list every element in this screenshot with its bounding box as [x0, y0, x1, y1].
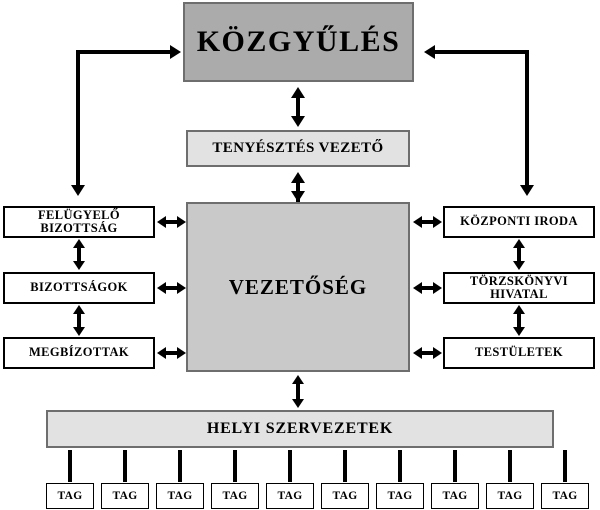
node-member-tag: TAG — [156, 483, 204, 509]
connector-board-right-1 — [421, 220, 435, 224]
connector-board-left-3 — [165, 351, 179, 355]
arrowhead-right-row3 — [177, 347, 186, 359]
arrowhead-up-local — [292, 375, 304, 384]
node-breeding-leader: TENYÉSZTÉS VEZETŐ — [186, 130, 410, 167]
arrowhead-right-rrow1 — [433, 216, 442, 228]
arrowhead-up-right-2 — [513, 305, 525, 314]
node-board-label: VEZETŐSÉG — [228, 274, 368, 299]
node-member-tag-label: TAG — [222, 489, 248, 502]
arrowhead-down-breeding — [291, 116, 305, 127]
node-member-tag: TAG — [266, 483, 314, 509]
connector-right-2-3 — [517, 312, 521, 330]
node-member-tag-label: TAG — [332, 489, 358, 502]
node-commissioners: MEGBÍZOTTAK — [3, 337, 155, 369]
connector-board-left-1 — [165, 220, 179, 224]
connector-right-loop-horizontal — [432, 50, 529, 54]
arrowhead-up-breeding — [291, 172, 305, 183]
connector-right-1-2 — [517, 246, 521, 264]
arrowhead-down-board — [291, 191, 305, 202]
node-central-office: KÖZPONTI IRODA — [443, 206, 595, 238]
connector-assembly-breeding — [296, 95, 300, 121]
member-tick — [508, 450, 512, 482]
node-member-tag: TAG — [431, 483, 479, 509]
arrowhead-left-loop-into-assembly — [170, 45, 181, 59]
node-member-tag: TAG — [211, 483, 259, 509]
node-local-organisations-label: HELYI SZERVEZETEK — [206, 419, 394, 437]
member-tick — [398, 450, 402, 482]
node-committees-label: BIZOTTSÁGOK — [30, 280, 128, 295]
node-commissioners-label: MEGBÍZOTTAK — [28, 345, 130, 360]
node-member-tag: TAG — [321, 483, 369, 509]
arrowhead-right-loop-into-assembly — [424, 45, 435, 59]
node-bodies-label: TESTÜLETEK — [474, 345, 564, 360]
node-member-tag: TAG — [101, 483, 149, 509]
node-board: VEZETŐSÉG — [186, 202, 410, 372]
arrowhead-down-left-3 — [73, 327, 85, 336]
node-bodies: TESTÜLETEK — [443, 337, 595, 369]
node-member-tag: TAG — [376, 483, 424, 509]
arrowhead-down-right-3 — [513, 327, 525, 336]
member-tick — [68, 450, 72, 482]
connector-board-right-3 — [421, 351, 435, 355]
arrowhead-right-rrow2 — [433, 282, 442, 294]
member-tick — [453, 450, 457, 482]
arrowhead-left-rrow1 — [413, 216, 422, 228]
node-member-tag-label: TAG — [57, 489, 83, 502]
connector-left-loop-vertical — [76, 52, 80, 187]
connector-left-2-3 — [77, 312, 81, 330]
arrowhead-up-left-1 — [73, 239, 85, 248]
member-tick — [343, 450, 347, 482]
node-member-tag-label: TAG — [112, 489, 138, 502]
node-member-tag-label: TAG — [497, 489, 523, 502]
arrowhead-left-row1 — [157, 216, 166, 228]
arrowhead-down-local — [292, 399, 304, 408]
arrowhead-left-row2 — [157, 282, 166, 294]
member-tick — [233, 450, 237, 482]
member-tick — [123, 450, 127, 482]
connector-right-loop-vertical — [525, 52, 529, 187]
node-member-tag: TAG — [486, 483, 534, 509]
node-central-office-label: KÖZPONTI IRODA — [460, 214, 578, 229]
node-member-tag-label: TAG — [552, 489, 578, 502]
connector-left-1-2 — [77, 246, 81, 264]
arrowhead-left-rrow3 — [413, 347, 422, 359]
arrowhead-down-right-2 — [513, 261, 525, 270]
arrowhead-up-left-2 — [73, 305, 85, 314]
node-member-tag-label: TAG — [442, 489, 468, 502]
node-member-tag: TAG — [46, 483, 94, 509]
member-tick — [563, 450, 567, 482]
arrowhead-right-row2 — [177, 282, 186, 294]
connector-left-loop-horizontal — [76, 50, 172, 54]
node-committees: BIZOTTSÁGOK — [3, 272, 155, 304]
member-tick — [178, 450, 182, 482]
arrowhead-right-rrow3 — [433, 347, 442, 359]
node-supervisory-committee-label: FELÜGYELŐ BIZOTTSÁG — [37, 207, 121, 235]
node-studbook-office-label: TÖRZSKÖNYVI HIVATAL — [469, 273, 569, 301]
node-member-tag-label: TAG — [167, 489, 193, 502]
arrowhead-up-right-1 — [513, 239, 525, 248]
connector-board-right-2 — [421, 286, 435, 290]
node-studbook-office: TÖRZSKÖNYVI HIVATAL — [443, 272, 595, 304]
node-local-organisations: HELYI SZERVEZETEK — [46, 410, 554, 448]
node-assembly-label: KÖZGYŰLÉS — [196, 25, 401, 59]
arrowhead-left-loop-into-committee — [71, 185, 85, 196]
node-assembly: KÖZGYŰLÉS — [183, 2, 414, 82]
arrowhead-left-row3 — [157, 347, 166, 359]
connector-board-local — [296, 382, 300, 402]
node-member-tag-label: TAG — [387, 489, 413, 502]
node-supervisory-committee: FELÜGYELŐ BIZOTTSÁG — [3, 206, 155, 238]
arrowhead-right-row1 — [177, 216, 186, 228]
node-breeding-leader-label: TENYÉSZTÉS VEZETŐ — [212, 139, 384, 156]
node-member-tag: TAG — [541, 483, 589, 509]
arrowhead-right-loop-into-office — [520, 185, 534, 196]
member-tick — [288, 450, 292, 482]
arrowhead-left-rrow2 — [413, 282, 422, 294]
arrowhead-down-left-2 — [73, 261, 85, 270]
arrowhead-up-assembly — [291, 87, 305, 98]
connector-board-left-2 — [165, 286, 179, 290]
node-member-tag-label: TAG — [277, 489, 303, 502]
